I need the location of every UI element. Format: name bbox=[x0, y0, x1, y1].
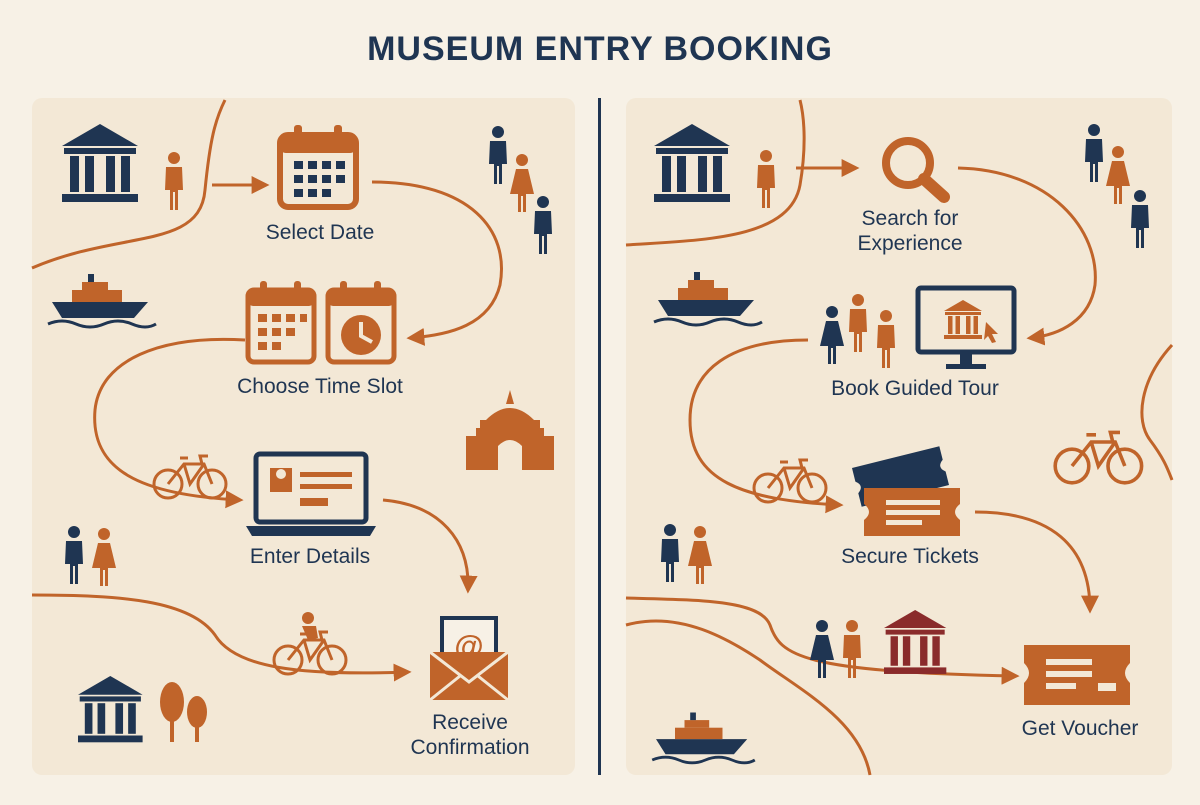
guide-person-icon bbox=[757, 150, 775, 208]
visitor-person-icon bbox=[489, 126, 507, 184]
arrow-search-to-tour bbox=[957, 166, 1097, 346]
right-flow-curve-top bbox=[625, 99, 806, 247]
laptop-form-icon bbox=[246, 451, 376, 536]
ticket-icon bbox=[864, 488, 960, 536]
left-flow-curve-top bbox=[31, 99, 227, 270]
magnifier-icon bbox=[882, 137, 950, 203]
email-envelope-icon: @ bbox=[429, 616, 509, 702]
arrow-tour-to-tickets bbox=[688, 338, 844, 514]
page-title: MUSEUM ENTRY BOOKING bbox=[367, 30, 833, 68]
couple-man-icon bbox=[65, 526, 83, 584]
temple-icon bbox=[466, 390, 554, 470]
monitor-museum-icon bbox=[915, 285, 1017, 369]
arrow-path-to-voucher bbox=[625, 596, 1020, 685]
visitor-person-icon bbox=[843, 620, 861, 678]
visitor-woman-icon bbox=[510, 154, 534, 212]
museum-icon bbox=[62, 124, 138, 202]
tour-group-guide-icon bbox=[877, 310, 895, 368]
boat-icon bbox=[46, 272, 158, 329]
couple-woman-icon bbox=[92, 528, 116, 586]
boat-icon bbox=[652, 270, 764, 327]
voucher-icon bbox=[1024, 645, 1130, 705]
arrow-path-to-confirmation bbox=[31, 593, 412, 682]
visitor-person-icon bbox=[1131, 190, 1149, 248]
guide-person-icon bbox=[165, 152, 183, 210]
boat-icon bbox=[650, 711, 757, 765]
tour-group-woman-icon bbox=[820, 306, 844, 364]
step-label-get-voucher: Get Voucher bbox=[1021, 717, 1139, 740]
river-curve-edge bbox=[1140, 343, 1174, 481]
tour-group-person-icon bbox=[849, 294, 867, 352]
visitor-person-icon bbox=[534, 196, 552, 254]
bicycle-icon bbox=[1053, 430, 1144, 485]
visitor-woman-icon bbox=[1106, 146, 1130, 204]
panel-divider bbox=[598, 98, 601, 775]
step-label-select-date: Select Date bbox=[265, 221, 375, 244]
cyclist-icon bbox=[272, 612, 348, 676]
museum-icon bbox=[654, 124, 730, 202]
step-label-book-guided-tour: Book Guided Tour bbox=[831, 377, 999, 400]
step-label-choose-time-slot: Choose Time Slot bbox=[237, 375, 403, 398]
step-label-search-experience: Search for Experience bbox=[857, 207, 963, 255]
step-label-receive-confirmation: Receive Confirmation bbox=[410, 711, 530, 759]
arrow-tickets-to-voucher bbox=[974, 510, 1099, 614]
arrow-details-to-confirmation bbox=[382, 498, 478, 594]
museum-icon bbox=[884, 610, 947, 674]
arrow-select-date-to-time-slot bbox=[371, 180, 503, 346]
couple-woman-icon bbox=[688, 526, 712, 584]
museum-icon bbox=[78, 676, 143, 743]
river-curve bbox=[625, 619, 872, 776]
couple-man-icon bbox=[661, 524, 679, 582]
calendar-clock-icon bbox=[245, 281, 397, 365]
calendar-icon bbox=[277, 125, 359, 210]
visitor-person-icon bbox=[1085, 124, 1103, 182]
visitor-woman-icon bbox=[810, 620, 834, 678]
step-label-enter-details: Enter Details bbox=[249, 545, 371, 568]
tree-icon bbox=[160, 682, 207, 742]
bicycle-icon bbox=[152, 454, 228, 500]
step-label-secure-tickets: Secure Tickets bbox=[841, 545, 979, 568]
arrow-time-slot-to-details bbox=[93, 337, 246, 509]
